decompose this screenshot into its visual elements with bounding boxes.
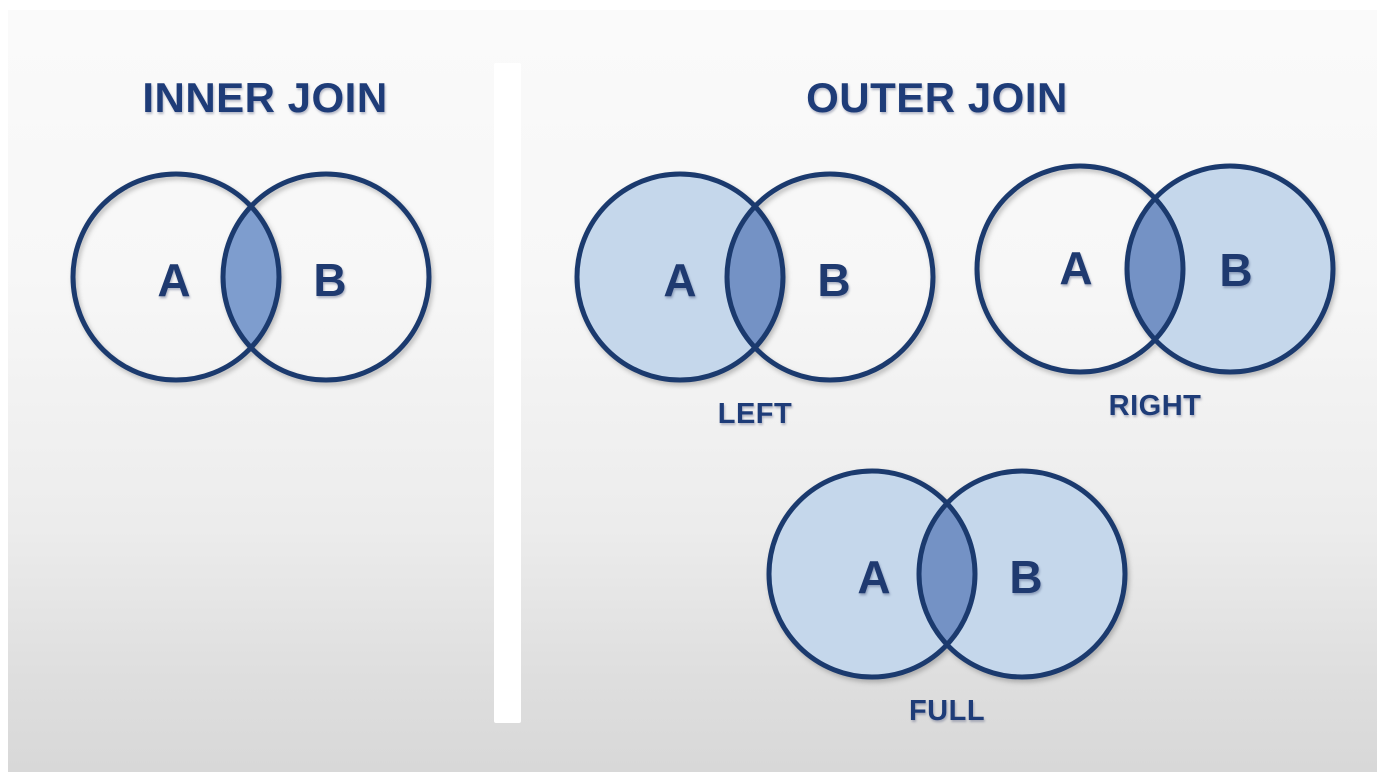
- set-b-label: B: [817, 254, 851, 306]
- right-join-venn: A B RIGHT: [970, 160, 1340, 423]
- circle-a-fill: [769, 471, 975, 677]
- circle-a: [574, 171, 786, 383]
- set-a-label: A: [157, 254, 191, 306]
- set-b-label: B: [1009, 551, 1043, 603]
- venn-diagram-svg: [574, 171, 936, 383]
- circle-b-fill: [919, 471, 1125, 677]
- circle-b: [916, 468, 1128, 680]
- outer-join-title: OUTER JOIN: [806, 74, 1068, 121]
- section-divider-bar: [494, 63, 521, 723]
- set-a-label: A: [663, 254, 697, 306]
- right-join-caption: RIGHT: [1108, 390, 1202, 422]
- set-b-label: B: [313, 254, 347, 306]
- left-join-venn: A B LEFT: [570, 168, 940, 431]
- venn-diagram-svg: [70, 171, 432, 383]
- circle-b-fill: [1127, 166, 1333, 372]
- circle-b: [724, 171, 936, 383]
- set-a-label: A: [1059, 242, 1093, 294]
- set-b-label: B: [1219, 244, 1253, 296]
- inner-join-title: INNER JOIN: [142, 74, 388, 121]
- left-join-caption: LEFT: [717, 398, 793, 430]
- circle-b: [1124, 163, 1336, 375]
- venn-diagram-svg: [766, 468, 1128, 680]
- circle-a: [70, 171, 282, 383]
- set-a-label: A: [857, 551, 891, 603]
- circle-a: [974, 163, 1186, 375]
- inner-join-venn: A B: [66, 168, 436, 386]
- slide-background: [8, 10, 1377, 772]
- venn-diagram-svg: [974, 163, 1336, 375]
- circle-a-fill: [577, 174, 783, 380]
- full-join-venn: A B FULL: [762, 465, 1132, 728]
- circle-b: [220, 171, 432, 383]
- circle-a: [766, 468, 978, 680]
- full-join-caption: FULL: [908, 695, 986, 727]
